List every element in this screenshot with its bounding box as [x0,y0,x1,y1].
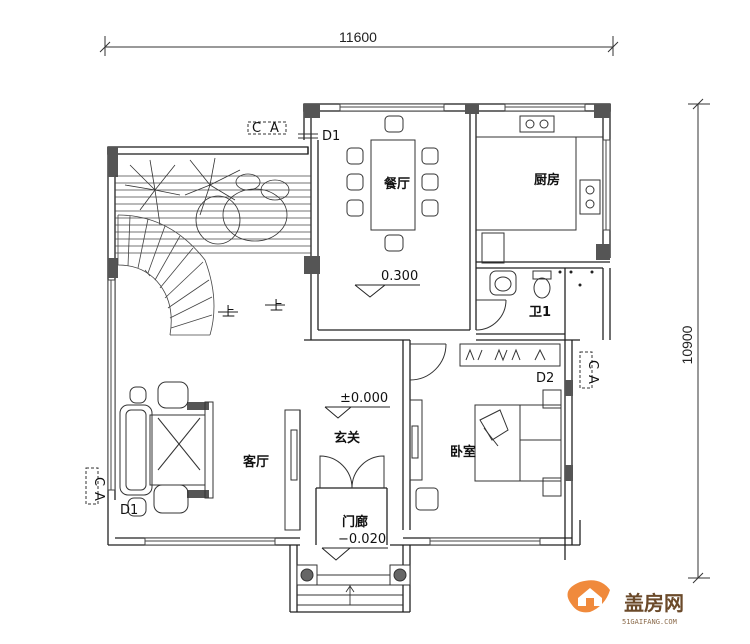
section-mark-right [579,351,593,389]
living-sofa [119,381,214,517]
dimension-right [688,98,710,584]
watermark-name: 盖房网 [624,591,684,615]
section-mark-right-b: A [585,375,600,384]
dimension-height: 10900 [679,325,695,364]
wardrobe [459,343,561,367]
elevation-mark-dining [354,284,420,298]
section-mark-left-b: A [91,492,106,501]
door-tick-d1-top [298,133,318,139]
room-label-kitchen: 厨房 [534,172,560,188]
storage-dots [558,270,594,287]
watermark-logo [567,580,610,613]
bedroom-desk [409,399,439,511]
windows [107,103,611,546]
elevation-mark-porch [321,547,388,561]
stair-up-label-2: 上 [270,299,283,314]
room-label-bathroom: 卫1 [529,305,551,320]
dining-table [346,115,439,252]
section-mark-top-a: C [252,121,261,136]
plant-decoration [124,157,290,245]
porch-elevation: −0.020 [338,532,386,547]
entry-door [319,455,385,489]
watermark-url: 51GAIFANG.COM [622,618,677,626]
door-label-d2: D2 [536,371,554,386]
section-mark-top-b: A [270,121,279,136]
door-label-d1-top: D1 [322,129,340,144]
room-label-bedroom: 卧室 [450,444,476,460]
section-mark-left-a: C [91,477,106,486]
door-swing-bedroom [409,343,447,381]
room-label-dining: 餐厅 [383,176,410,192]
dining-elevation: 0.300 [381,269,418,284]
dimension-top [99,36,619,56]
foyer-elevation: ±0.000 [340,391,388,406]
stair-arrow [218,304,285,313]
bed [474,389,562,497]
section-mark-right-a: C [585,360,600,369]
door-label-d1-left: D1 [120,503,138,518]
dimension-width: 11600 [339,29,377,45]
room-label-foyer: 玄关 [334,430,360,446]
bathroom-fixtures [475,270,552,331]
staircase [115,175,311,336]
room-label-living: 客厅 [243,454,269,470]
room-label-porch: 门廊 [342,514,368,530]
section-mark-left [85,467,99,505]
kitchen-counter [476,115,603,264]
columns [108,104,610,498]
porch-pillars [296,564,411,586]
foyer-cabinet [284,409,301,531]
elevation-mark-foyer [324,406,390,419]
